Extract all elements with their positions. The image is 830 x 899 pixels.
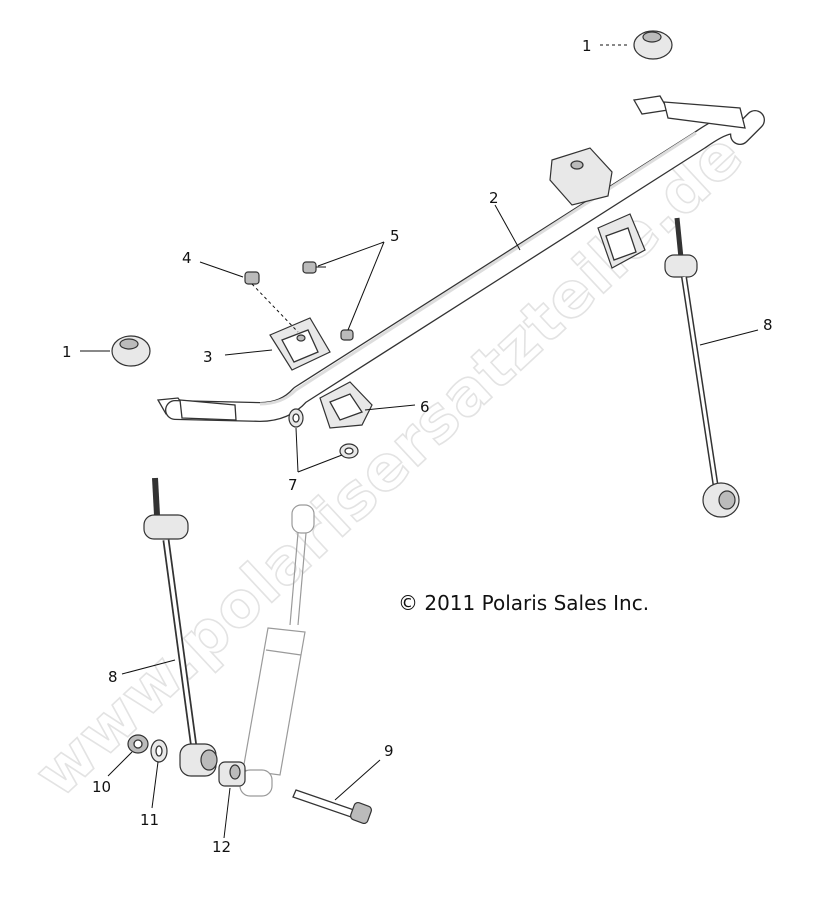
- bolt-upper: [302, 261, 326, 274]
- callout-12: 12: [212, 838, 231, 856]
- callout-7: 7: [288, 476, 298, 494]
- callout-5: 5: [390, 227, 400, 245]
- washer-upper: [288, 408, 304, 428]
- callout-8-right: 8: [763, 316, 773, 334]
- washer-small: [150, 739, 168, 763]
- clamp-bracket: [269, 317, 331, 371]
- bar-bushing: [319, 381, 373, 429]
- callout-9: 9: [384, 742, 394, 760]
- callout-1-upper: 1: [582, 37, 592, 55]
- watermark-text: www.polarisersatzteile.de: [20, 118, 756, 811]
- nut: [244, 271, 299, 333]
- bushing-upper-right: [633, 30, 673, 60]
- stabilizer-bar: [156, 95, 765, 422]
- callout-6: 6: [420, 398, 430, 416]
- bushing-left: [111, 335, 151, 367]
- bolt-long: [292, 789, 373, 825]
- callout-2: 2: [489, 189, 499, 207]
- bar-clamp-upper: [549, 147, 613, 206]
- bar-bushing-right: [597, 213, 646, 269]
- leader-lines: [80, 44, 759, 839]
- callout-3: 3: [203, 348, 213, 366]
- bolt-lower: [340, 329, 354, 341]
- spacer: [218, 761, 246, 787]
- link-rod-left: [143, 477, 218, 777]
- copyright-notice: © 2011 Polaris Sales Inc.: [398, 591, 649, 615]
- shock-absorber: [239, 504, 315, 797]
- callout-10: 10: [92, 778, 111, 796]
- washer-lower: [339, 443, 359, 459]
- callout-11: 11: [140, 811, 159, 829]
- callout-8-left: 8: [108, 668, 118, 686]
- callouts: 1 1 2 3 4 5 6 7 8 8 9 10 11 12: [62, 37, 773, 856]
- callout-1-left: 1: [62, 343, 72, 361]
- callout-4: 4: [182, 249, 192, 267]
- lock-nut: [127, 734, 149, 754]
- link-rod-right: [664, 217, 740, 518]
